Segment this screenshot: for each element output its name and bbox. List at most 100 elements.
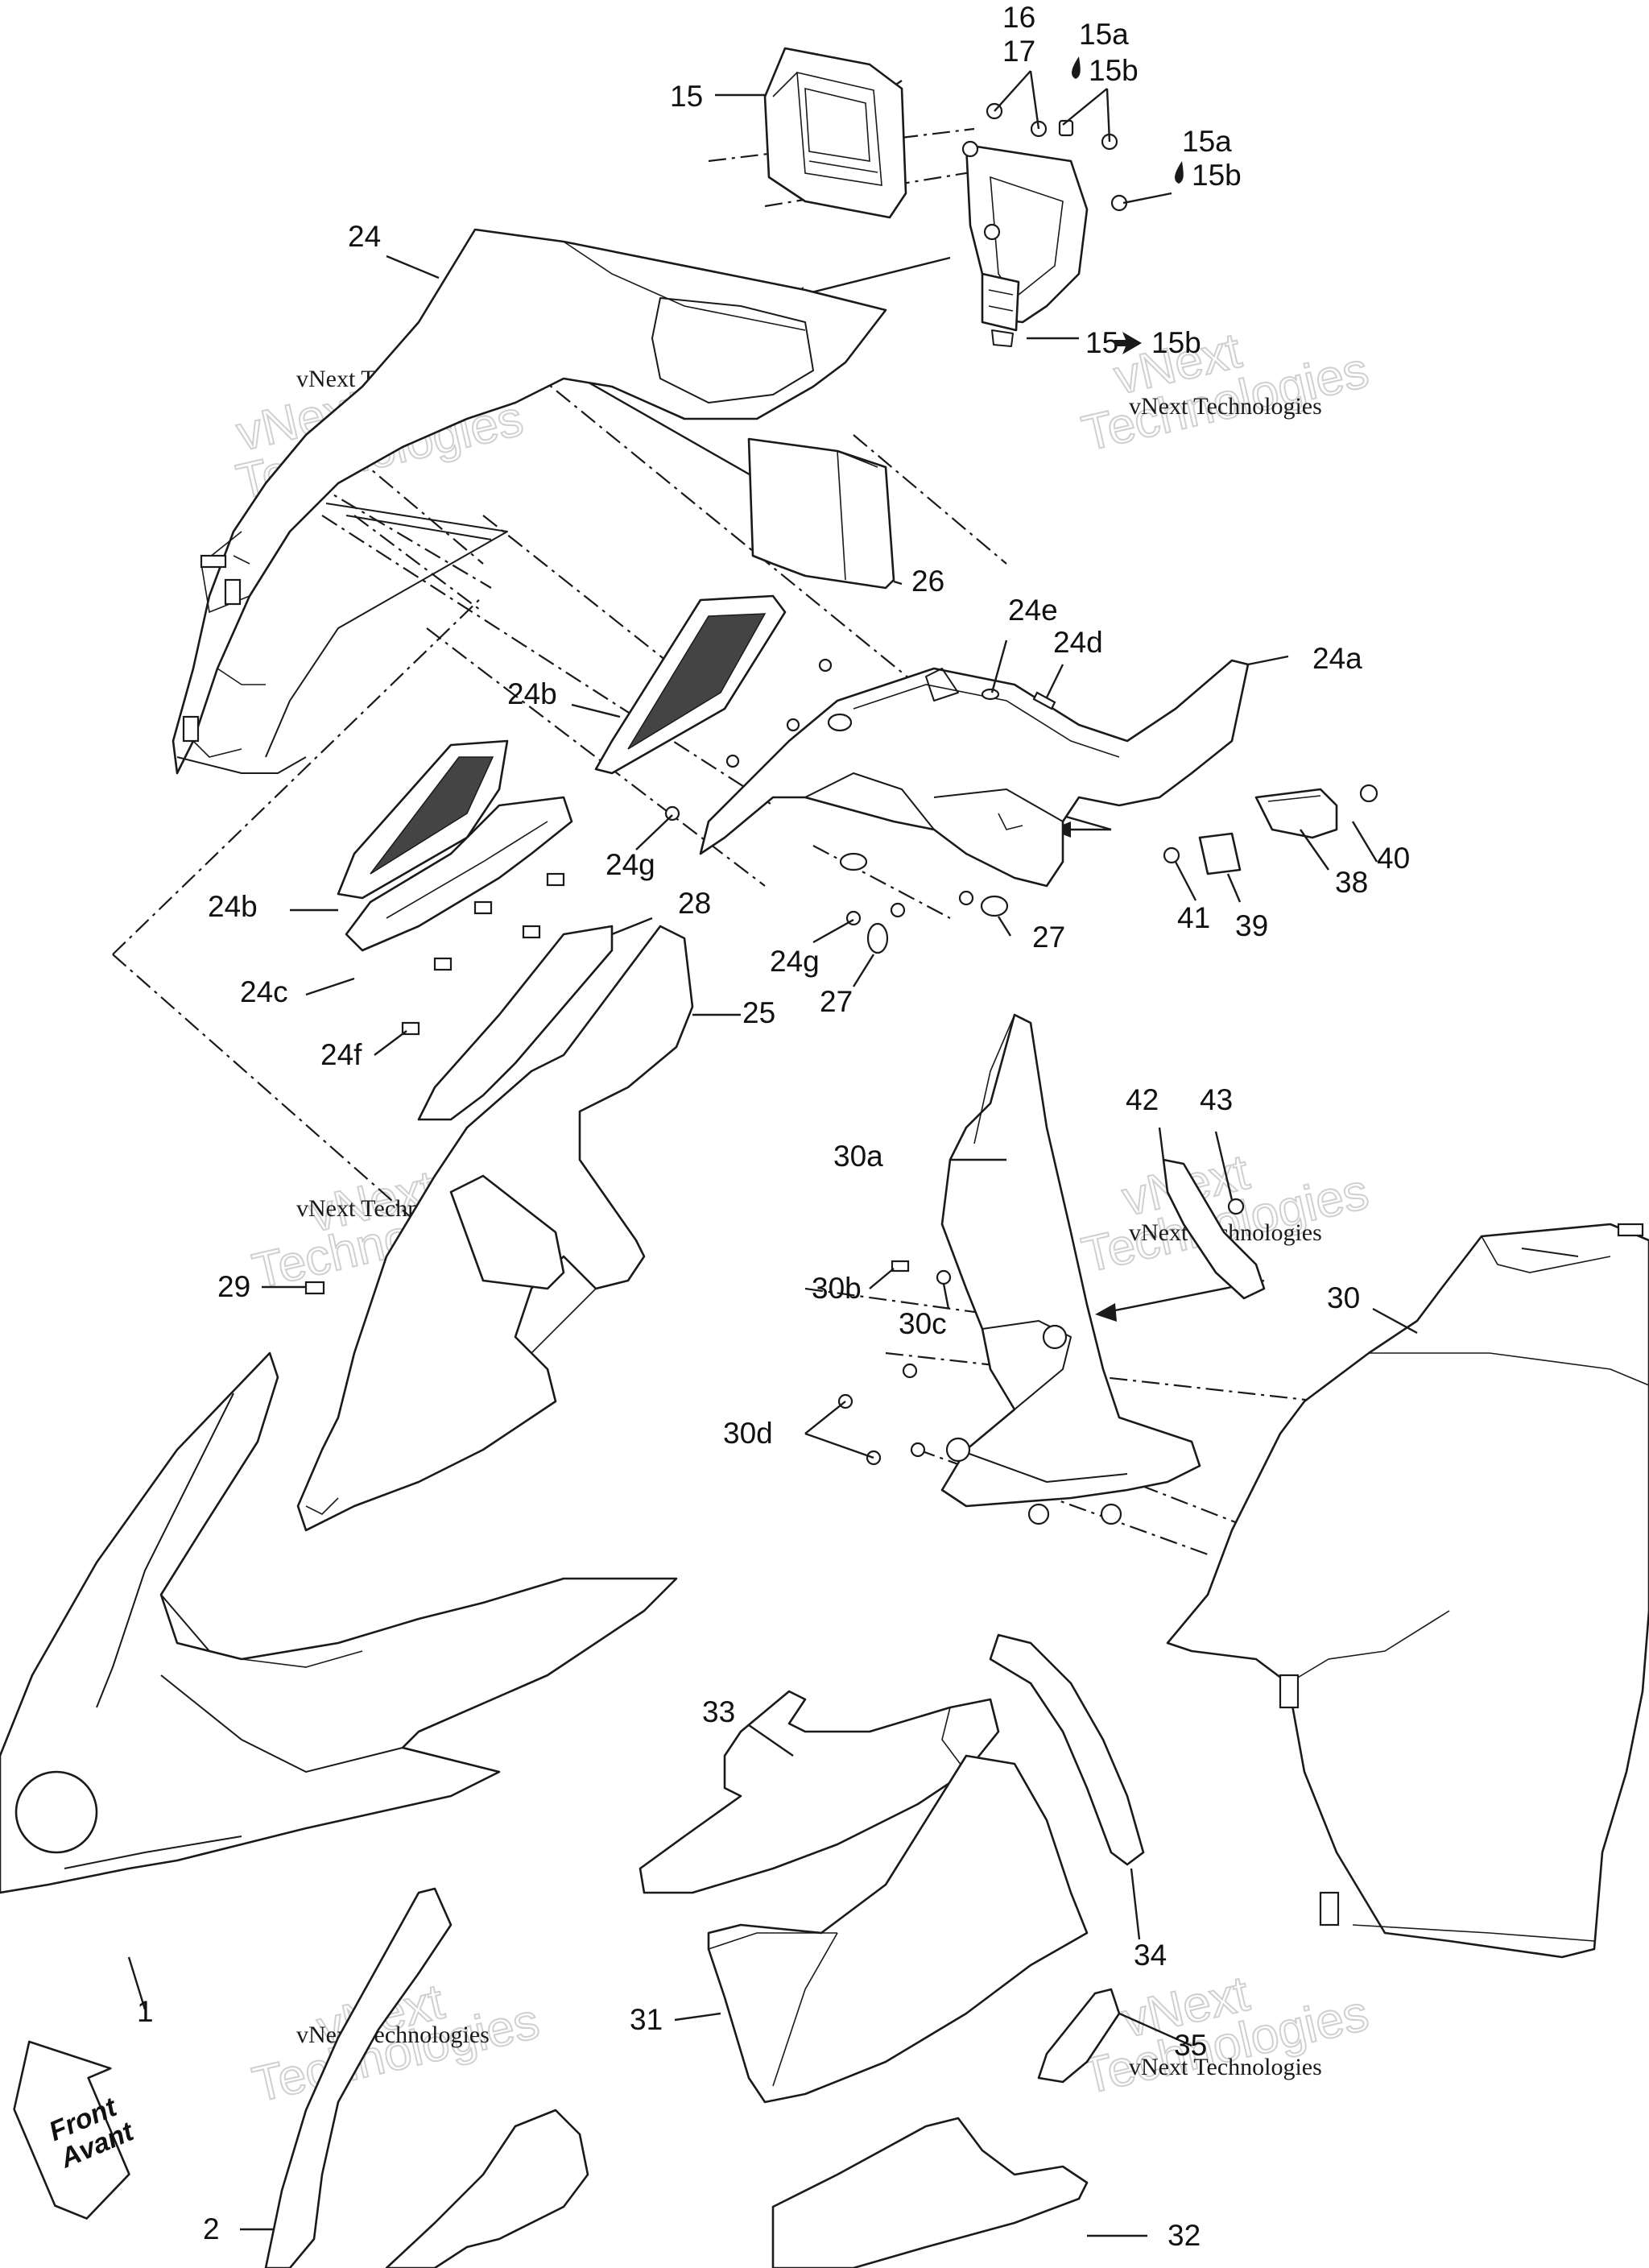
part-26-panel: [747, 437, 895, 590]
hardware-24g-27: [664, 805, 1009, 954]
callout-17: 17: [1002, 35, 1035, 68]
callout-33: 33: [702, 1695, 735, 1728]
callout-24b-2: 24b: [208, 890, 258, 923]
part-30-cowl: [1166, 1223, 1649, 1959]
part-31-side-panel: [707, 1754, 1089, 2104]
callout-40: 40: [1377, 842, 1410, 875]
washer-30d-icon: [902, 1363, 918, 1379]
callout-15b-2: 15b: [1192, 159, 1242, 192]
oring-27-icon: [980, 895, 1009, 917]
callout-31: 31: [630, 2003, 663, 2036]
callout-26: 26: [911, 565, 944, 598]
clip-icon: [182, 715, 200, 743]
clip-icon: [224, 578, 242, 606]
washer-24g-icon: [890, 902, 906, 918]
part-28-trim: [417, 925, 614, 1121]
part-38-latch: [1163, 784, 1378, 875]
grommet-icon: [1042, 1324, 1068, 1350]
callout-24b-1: 24b: [507, 677, 557, 710]
callout-27-1: 27: [1032, 921, 1065, 954]
callout-24a: 24a: [1312, 642, 1362, 675]
clip-icon: [1279, 1674, 1300, 1709]
fluid-drop-icon: [1072, 56, 1081, 79]
callout-24c: 24c: [240, 975, 288, 1008]
callout-30a: 30a: [833, 1140, 883, 1173]
arrow-right-icon: [1114, 332, 1142, 354]
callout-28: 28: [678, 887, 711, 920]
part-24b-grille-lower: [337, 739, 509, 900]
clip-icon: [1617, 1223, 1644, 1237]
screw-icon: [983, 223, 1001, 241]
screw-icon: [961, 140, 979, 158]
nut-41-icon: [1163, 846, 1180, 864]
part-34-strip: [989, 1633, 1145, 1866]
callout-15b-to: 15b: [1151, 326, 1201, 359]
front-direction-badge: Front Avant: [13, 2040, 139, 2220]
screw-icon: [433, 957, 453, 971]
callout-24: 24: [348, 220, 381, 253]
part-29-clip: [304, 1281, 325, 1295]
oring-27-icon: [866, 922, 889, 954]
washer-24g-icon: [664, 805, 680, 822]
headlight-circle-icon: [14, 1770, 98, 1854]
callout-27-2: 27: [820, 985, 853, 1018]
nut-43-icon: [1227, 1198, 1245, 1215]
watermark-company-6: vNext Technologies: [1129, 2054, 1322, 2080]
part-39-icon: [1198, 832, 1242, 875]
part-15-headlight: [763, 47, 907, 219]
grommet-icon: [945, 1437, 971, 1463]
callout-16: 16: [1002, 1, 1035, 34]
callout-15a-1: 15a: [1079, 18, 1129, 51]
nut-icon: [818, 658, 833, 673]
part-24-hood: [172, 228, 887, 775]
callout-25: 25: [742, 996, 775, 1029]
screw-icon: [473, 900, 493, 915]
grommet-icon: [1100, 1503, 1122, 1525]
fluid-drop-icon: [1175, 161, 1184, 184]
part-24c-bracket: [345, 796, 573, 1036]
hardware-30: [837, 1260, 952, 1466]
callout-38: 38: [1335, 866, 1368, 899]
part-35-trim: [1037, 1988, 1121, 2084]
part-24a-side-frame: [699, 659, 1250, 888]
nut-icon: [725, 754, 740, 768]
watermark-company-2: vNext Technologies: [1129, 393, 1322, 420]
screw-40-icon: [1359, 784, 1378, 803]
callout-35: 35: [1174, 2029, 1207, 2062]
callout-15: 15: [670, 80, 703, 113]
callout-24g-2: 24g: [770, 945, 820, 978]
callout-39: 39: [1235, 909, 1268, 942]
callout-43: 43: [1200, 1083, 1233, 1116]
callout-15a-2: 15a: [1182, 125, 1232, 158]
pin-24d-icon: [1032, 691, 1056, 710]
callout-32: 32: [1168, 2219, 1201, 2252]
grommet-icon: [839, 852, 868, 871]
screw-icon: [522, 925, 541, 939]
screw-30b-icon: [891, 1260, 910, 1273]
grommet-icon: [827, 713, 853, 732]
callout-34: 34: [1134, 1939, 1167, 1972]
callout-15b-1: 15b: [1089, 54, 1139, 87]
washer-30d-icon: [910, 1442, 926, 1458]
callout-42: 42: [1126, 1083, 1159, 1116]
part-15b-housing: [961, 140, 1089, 347]
part-30a-bracket: [940, 1013, 1201, 1525]
clip-29-icon: [304, 1281, 325, 1295]
callout-2: 2: [203, 2212, 220, 2245]
callout-41: 41: [1177, 901, 1210, 934]
nut-icon: [786, 718, 800, 732]
callout-leaders: [127, 70, 1418, 2237]
part-33-panel: [639, 1690, 1000, 1894]
callout-24f: 24f: [320, 1038, 362, 1071]
washer-30c-icon: [936, 1269, 952, 1285]
callout-24d: 24d: [1053, 626, 1103, 659]
part-32-lower-panel: [771, 2117, 1089, 2268]
callout-labels: 15 16 17 15a 15b 15a 15b 15 15b 24 26 24…: [137, 1, 1410, 2252]
callout-30b: 30b: [812, 1272, 862, 1305]
clip-icon: [1319, 1891, 1340, 1927]
part-24b-grille-upper: [594, 594, 833, 775]
callout-30c: 30c: [899, 1307, 947, 1340]
part-42-bracket: [1162, 1158, 1266, 1300]
callout-1: 1: [137, 1995, 154, 2028]
